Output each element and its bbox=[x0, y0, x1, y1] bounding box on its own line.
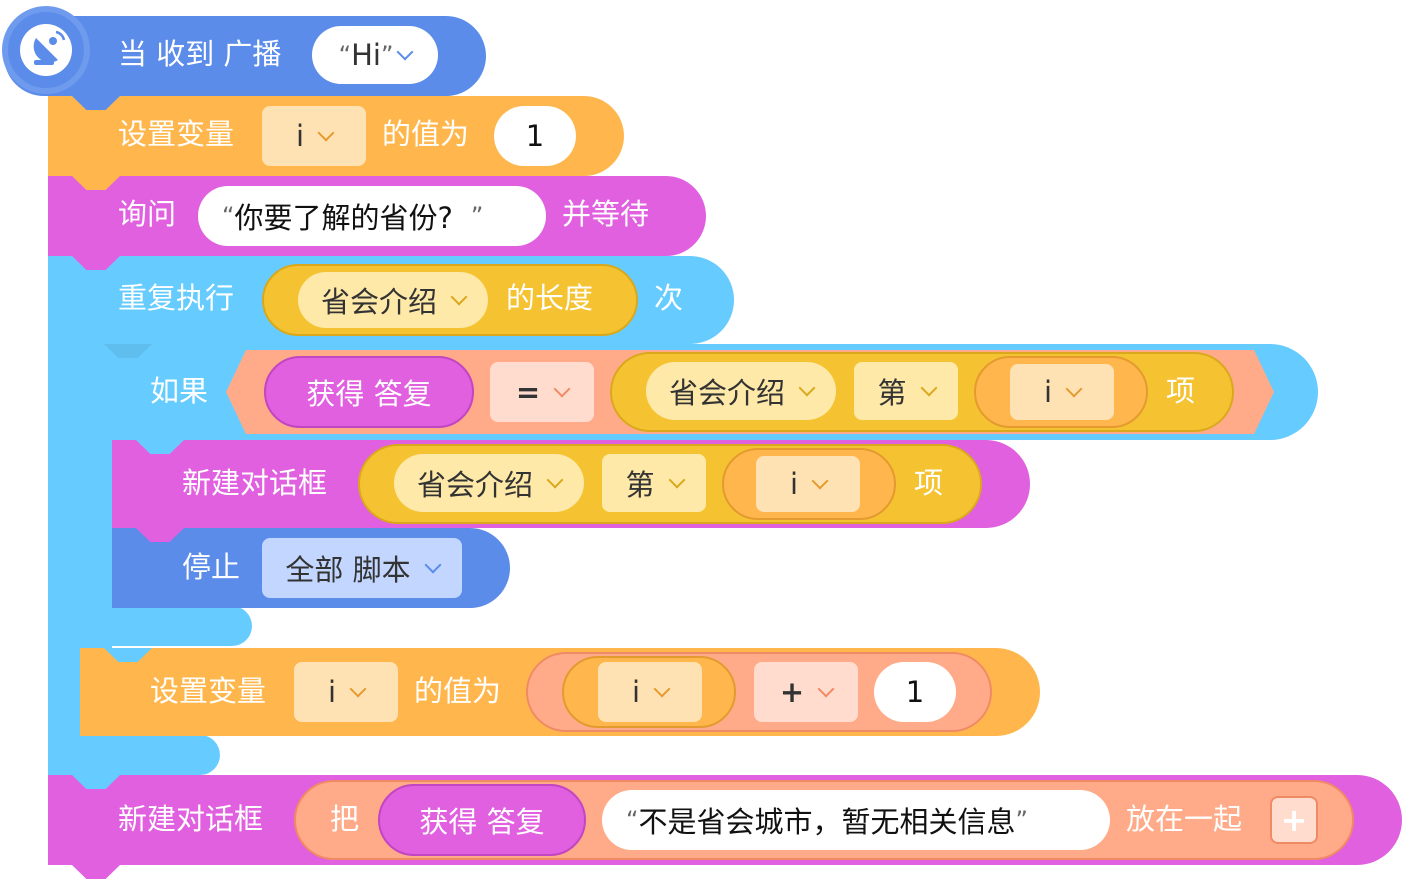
if-label: 如果 bbox=[150, 374, 209, 408]
chevron-down-icon bbox=[396, 43, 414, 61]
operator-dropdown[interactable]: = bbox=[490, 362, 594, 422]
ask-suffix: 并等待 bbox=[562, 197, 650, 231]
block-notch bbox=[72, 256, 120, 270]
block-notch bbox=[72, 176, 120, 190]
repeat-suffix: 次 bbox=[654, 281, 684, 315]
answer-reporter[interactable]: 获得 答复 bbox=[378, 784, 586, 856]
chevron-down-icon bbox=[553, 380, 571, 398]
operator-dropdown[interactable]: + bbox=[754, 662, 858, 722]
index-mode-dropdown[interactable]: 第 bbox=[854, 362, 958, 420]
block-notch bbox=[136, 440, 184, 454]
repeat-block-footer bbox=[48, 735, 220, 775]
plus-icon: + bbox=[1280, 801, 1308, 839]
block-notch bbox=[136, 528, 184, 542]
ask-label: 询问 bbox=[118, 197, 177, 231]
index-mode-dropdown[interactable]: 第 bbox=[602, 454, 706, 512]
item-label: 项 bbox=[1166, 374, 1196, 408]
block-notch-bottom bbox=[72, 865, 120, 879]
ask-question-input[interactable]: “你要了解的省份?” bbox=[198, 186, 546, 246]
variable-dropdown[interactable]: i bbox=[1010, 364, 1114, 420]
stop-option-dropdown[interactable]: 全部 脚本 bbox=[262, 538, 462, 598]
chevron-down-icon bbox=[317, 124, 335, 142]
hat-label: 当 收到 广播 bbox=[118, 37, 282, 71]
block-notch bbox=[72, 775, 120, 789]
set-variable-label: 设置变量 bbox=[150, 674, 267, 708]
variable-dropdown[interactable]: i bbox=[262, 106, 366, 166]
answer-reporter[interactable]: 获得 答复 bbox=[264, 356, 474, 428]
if-block-footer bbox=[80, 606, 252, 646]
new-dialog-label: 新建对话框 bbox=[118, 802, 264, 836]
chevron-down-icon bbox=[546, 471, 564, 489]
chevron-down-icon bbox=[668, 471, 685, 489]
chevron-down-icon bbox=[450, 288, 468, 306]
value-input[interactable]: 1 bbox=[874, 662, 956, 722]
chevron-down-icon bbox=[424, 556, 442, 574]
block-notch bbox=[104, 344, 152, 358]
list-dropdown[interactable]: 省会介绍 bbox=[646, 362, 836, 420]
chevron-down-icon bbox=[920, 379, 937, 397]
repeat-block-arm bbox=[48, 340, 80, 740]
broadcast-icon bbox=[20, 24, 72, 76]
chevron-down-icon bbox=[1065, 380, 1083, 398]
broadcast-message-dropdown[interactable]: “Hi” bbox=[312, 26, 438, 84]
chevron-down-icon bbox=[817, 680, 835, 698]
join-text-input[interactable]: “不是省会城市，暂无相关信息” bbox=[602, 790, 1110, 850]
join-label: 把 bbox=[330, 802, 360, 836]
block-notch bbox=[104, 648, 152, 662]
hat-icon-circle bbox=[2, 6, 90, 94]
chevron-down-icon bbox=[349, 680, 367, 698]
broadcast-message: Hi bbox=[351, 38, 381, 72]
stop-label: 停止 bbox=[182, 550, 241, 584]
set-variable-label: 设置变量 bbox=[118, 117, 235, 151]
list-dropdown[interactable]: 省会介绍 bbox=[394, 454, 584, 512]
add-input-button[interactable]: + bbox=[1270, 796, 1318, 844]
value-input[interactable]: 1 bbox=[494, 106, 576, 166]
list-dropdown[interactable]: 省会介绍 bbox=[298, 272, 488, 328]
value-label: 的值为 bbox=[414, 674, 502, 708]
value-label: 的值为 bbox=[382, 117, 470, 151]
chevron-down-icon bbox=[798, 379, 816, 397]
chevron-down-icon bbox=[811, 472, 829, 490]
variable-dropdown[interactable]: i bbox=[756, 456, 860, 512]
block-notch bbox=[72, 96, 120, 110]
variable-dropdown[interactable]: i bbox=[294, 662, 398, 722]
variable-dropdown[interactable]: i bbox=[598, 662, 702, 722]
join-suffix: 放在一起 bbox=[1126, 802, 1243, 836]
chevron-down-icon bbox=[653, 680, 671, 698]
length-label: 的长度 bbox=[506, 281, 594, 315]
new-dialog-label: 新建对话框 bbox=[182, 466, 328, 500]
item-label: 项 bbox=[914, 466, 944, 500]
repeat-label: 重复执行 bbox=[118, 281, 235, 315]
